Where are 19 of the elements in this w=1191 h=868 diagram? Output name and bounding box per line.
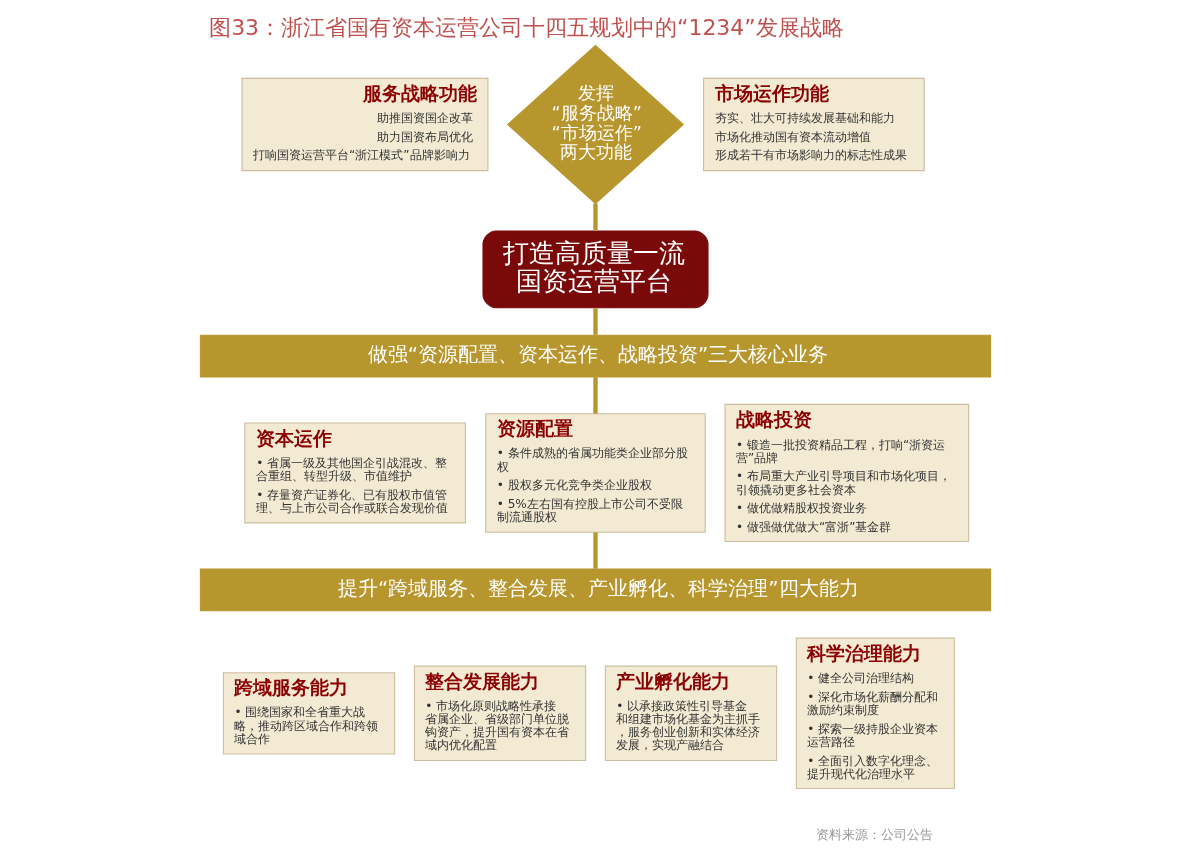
node-box: 做强“资源配置、资本运作、战略投资”三大核心业务 <box>199 334 992 378</box>
node-box: 战略投资 • 锻造一批投资精品工程，打响“浙资运营”品牌 • 布局重大产业引导项目和市场化项目，引领撬动更多社会资本 • 做优做精股权投资业务 • 做强做优做大“富浙”基金群 <box>724 403 970 543</box>
node-box: 产业孵化能力 • 以承接政策性引导基金和组建市场化基金为主抓手，服务创业创新和实体经济发展，实现产融结合 <box>604 665 778 762</box>
node-box: 资源配置 • 条件成熟的省属功能类企业部分股权 • 股权多元化竞争类企业股权 • 5%左右国有控股上市公司不受限制流通股权 <box>485 413 706 533</box>
connector <box>593 203 598 231</box>
node-box: 打造高质量一流国资运营平台 <box>482 230 709 309</box>
connector <box>593 377 598 414</box>
node-diamond: 发挥“服务战略”“市场运作”两大功能 <box>506 44 685 205</box>
node-box: 科学治理能力 • 健全公司治理结构 • 深化市场化薪酬分配和激励约束制度 • 探索一级持股企业资本运营路径 • 全面引入数字化理念、提升现代化治理水平 <box>795 637 955 790</box>
node-box: 资本运作 • 省属一级及其他国企引战混改、整合重组、转型升级、市值维护 • 存量资产证券化、已有股权市值管理、与上市公司合作或联合发现价值 <box>244 422 466 524</box>
node-box: 整合发展能力 • 市场化原则战略性承接省属企业、省级部门单位脱钩资产，提升国有资本在省域内优化配置 <box>413 665 587 762</box>
connector <box>593 308 598 335</box>
connector <box>593 532 598 569</box>
label: 资料来源：公司公告 <box>815 827 933 843</box>
node-box: 市场运作功能 夯实、壮大可持续发展基础和能力 市场化推动国有资本流动增值 形成若干有市场影响力的标志性成果 <box>703 77 925 172</box>
node-box: 提升“跨域服务、整合发展、产业孵化、科学治理”四大能力 <box>199 568 992 612</box>
node-box: 跨域服务能力 • 围绕国家和全省重大战略，推动跨区域合作和跨领域合作 <box>222 672 396 755</box>
diagram-title: 图33：浙江省国有资本运营公司十四五规划中的“1234”发展战略 <box>209 14 844 40</box>
node-box: 服务战略功能 助推国资国企改革 助力国资布局优化 打响国资运营平台“浙江模式”品牌影响力 <box>241 77 489 172</box>
